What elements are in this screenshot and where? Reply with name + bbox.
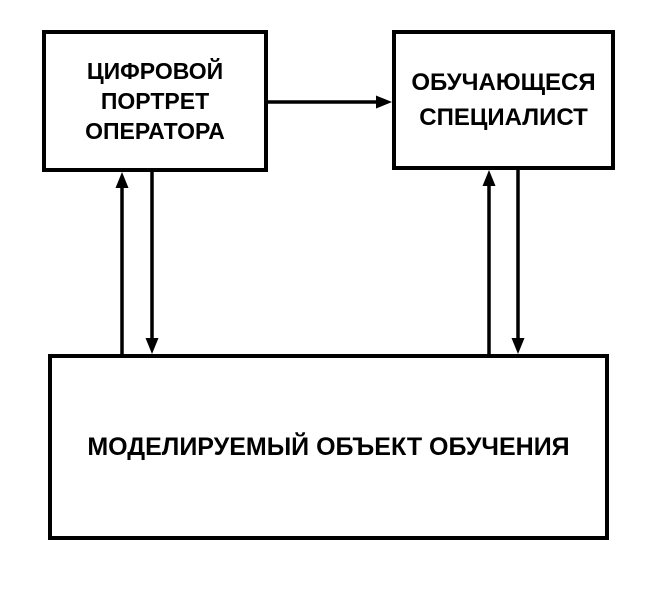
node-learning-specialist: ОБУЧАЮЩЕСЯ СПЕЦИАЛИСТ xyxy=(392,30,615,170)
node-digital-portrait: ЦИФРОВОЙ ПОРТРЕТ ОПЕРАТОРА xyxy=(42,30,268,172)
node-learning-specialist-label: ОБУЧАЮЩЕСЯ СПЕЦИАЛИСТ xyxy=(411,69,596,131)
node-modeled-object-label: МОДЕЛИРУЕМЫЙ ОБЪЕКТ ОБУЧЕНИЯ xyxy=(87,433,570,461)
arrow-object-to-specialist-icon xyxy=(482,170,496,354)
arrow-portrait-to-specialist-icon xyxy=(268,95,392,109)
node-digital-portrait-label: ЦИФРОВОЙ ПОРТРЕТ ОПЕРАТОРА xyxy=(85,58,225,144)
arrow-portrait-to-object-icon xyxy=(145,172,159,354)
arrow-object-to-portrait-icon xyxy=(115,172,129,354)
arrow-specialist-to-object-icon xyxy=(511,170,525,354)
node-modeled-object: МОДЕЛИРУЕМЫЙ ОБЪЕКТ ОБУЧЕНИЯ xyxy=(48,354,609,540)
